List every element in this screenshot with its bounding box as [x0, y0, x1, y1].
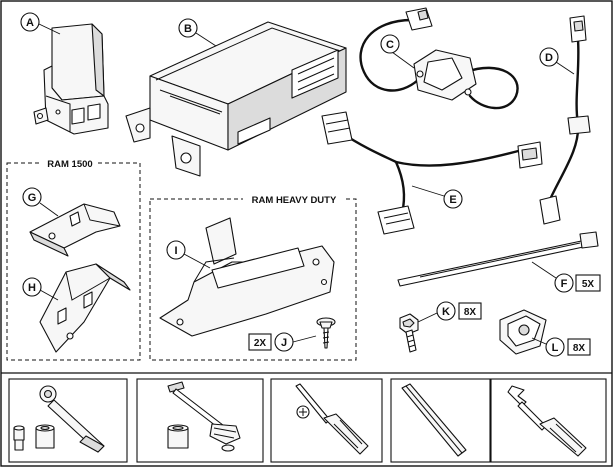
svg-text:RAM HEAVY DUTY: RAM HEAVY DUTY — [252, 195, 337, 206]
callout-i: I — [166, 240, 211, 269]
svg-text:8X: 8X — [573, 343, 586, 354]
svg-text:2X: 2X — [254, 338, 267, 349]
part-k-bolt — [399, 313, 419, 353]
svg-text:L: L — [552, 342, 559, 354]
terminal-pick-icon — [507, 385, 587, 457]
part-l-clip — [499, 309, 547, 355]
callout-h: H — [22, 277, 59, 301]
rivet-tool-icon — [167, 381, 241, 452]
svg-text:H: H — [28, 282, 36, 294]
part-f-cable-tie — [397, 231, 599, 287]
svg-text:8X: 8X — [464, 307, 477, 318]
part-d-harness — [539, 15, 591, 225]
group-ram-heavy-duty: RAM HEAVY DUTY — [149, 193, 357, 361]
svg-text:J: J — [281, 337, 287, 349]
callout-c: C — [380, 34, 415, 69]
part-e-harness — [321, 111, 543, 235]
socket-wrench-icon — [13, 385, 105, 453]
callout-k: K — [417, 301, 456, 323]
phillips-screwdriver-icon — [295, 383, 369, 455]
svg-text:A: A — [26, 17, 34, 29]
svg-text:C: C — [386, 39, 394, 51]
callout-d: D — [539, 47, 575, 75]
part-g-bracket — [29, 203, 121, 257]
trim-stick-icon — [401, 383, 467, 457]
part-j-screw — [316, 317, 336, 349]
qty-badge-j: 2X — [248, 333, 272, 351]
callout-l: L — [531, 337, 565, 357]
svg-text:I: I — [174, 245, 177, 257]
part-i-bracket — [159, 217, 335, 337]
group-ram-1500: RAM 1500 — [6, 157, 141, 361]
svg-text:E: E — [449, 194, 456, 206]
part-a-module — [33, 23, 109, 135]
qty-badge-f: 5X — [575, 274, 601, 292]
callout-g: G — [22, 187, 59, 217]
callout-j: J — [274, 332, 317, 352]
qty-badge-l: 8X — [567, 338, 591, 356]
svg-text:B: B — [184, 23, 192, 35]
svg-text:RAM 1500: RAM 1500 — [47, 159, 92, 170]
callout-f: F — [531, 261, 574, 293]
tool-cells — [8, 378, 607, 463]
svg-text:G: G — [28, 192, 37, 204]
svg-text:F: F — [561, 278, 568, 290]
svg-text:5X: 5X — [582, 279, 595, 290]
qty-badge-k: 8X — [458, 302, 482, 320]
part-h-bracket — [39, 263, 131, 353]
callout-e: E — [411, 185, 463, 209]
callout-b: B — [178, 18, 217, 47]
svg-text:K: K — [442, 306, 450, 318]
svg-text:D: D — [545, 52, 553, 64]
callout-a: A — [20, 12, 61, 35]
part-b-control-module — [125, 21, 347, 177]
part-c-sensor — [359, 7, 519, 110]
